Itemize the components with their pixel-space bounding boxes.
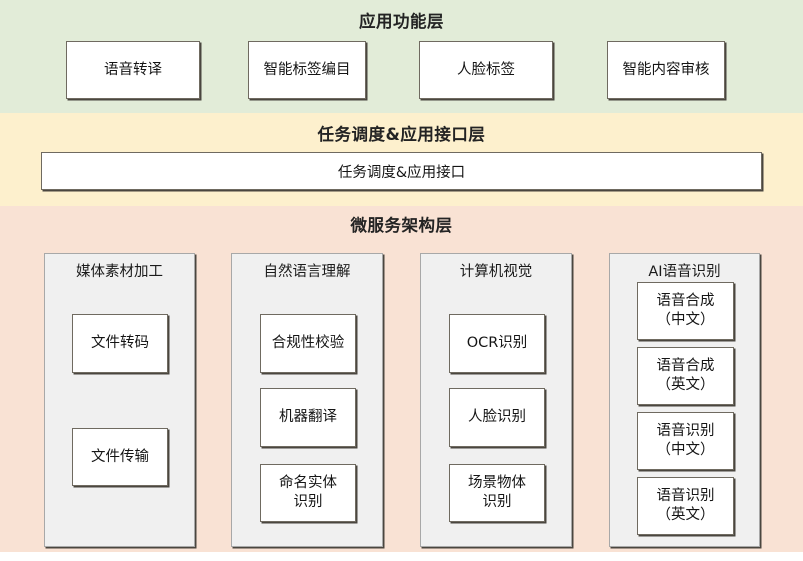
- task-scheduling-api-bar[interactable]: 任务调度&应用接口: [41, 152, 762, 190]
- ms-box-asr-english[interactable]: 语音识别 （英文）: [637, 477, 734, 535]
- ms-box-face-recognition[interactable]: 人脸识别: [449, 388, 545, 447]
- ms-box-asr-chinese[interactable]: 语音识别 （中文）: [637, 412, 734, 470]
- ms-box-tts-chinese[interactable]: 语音合成 （中文）: [637, 282, 734, 340]
- ms-column-computer-vision: 计算机视觉 OCR识别 人脸识别 场景物体 识别: [420, 253, 572, 547]
- ms-column-nlu: 自然语言理解 合规性校验 机器翻译 命名实体 识别: [231, 253, 383, 547]
- app-card-smart-tag-catalog[interactable]: 智能标签编目: [248, 41, 366, 99]
- ms-box-ocr-recognition[interactable]: OCR识别: [449, 314, 545, 373]
- ms-column-title-ai-speech: AI语音识别: [648, 264, 721, 280]
- ms-box-scene-object-recognition[interactable]: 场景物体 识别: [449, 464, 545, 522]
- ms-column-title-nlu: 自然语言理解: [263, 264, 351, 280]
- app-card-face-tag[interactable]: 人脸标签: [419, 41, 553, 99]
- app-card-voice-transcription[interactable]: 语音转译: [66, 41, 200, 99]
- ms-column-ai-speech: AI语音识别 语音合成 （中文） 语音合成 （英文） 语音识别 （中文） 语音识…: [609, 253, 760, 547]
- ms-box-compliance-check[interactable]: 合规性校验: [260, 314, 356, 373]
- app-card-smart-content-review[interactable]: 智能内容审核: [607, 41, 725, 99]
- ms-column-media-processing: 媒体素材加工 文件转码 文件传输: [44, 253, 195, 547]
- ms-column-title-media-processing: 媒体素材加工: [76, 264, 163, 280]
- ms-box-named-entity-recognition[interactable]: 命名实体 识别: [260, 464, 356, 522]
- ms-box-tts-english[interactable]: 语音合成 （英文）: [637, 347, 734, 405]
- ms-column-title-computer-vision: 计算机视觉: [459, 264, 533, 280]
- layer-title-microservice: 微服务架构层: [350, 216, 453, 235]
- ms-box-file-transfer[interactable]: 文件传输: [72, 428, 168, 486]
- ms-box-file-transcode[interactable]: 文件转码: [72, 314, 168, 373]
- ms-box-machine-translation[interactable]: 机器翻译: [260, 388, 356, 447]
- layer-title-application: 应用功能层: [359, 12, 444, 31]
- layer-title-task: 任务调度&应用接口层: [317, 125, 486, 144]
